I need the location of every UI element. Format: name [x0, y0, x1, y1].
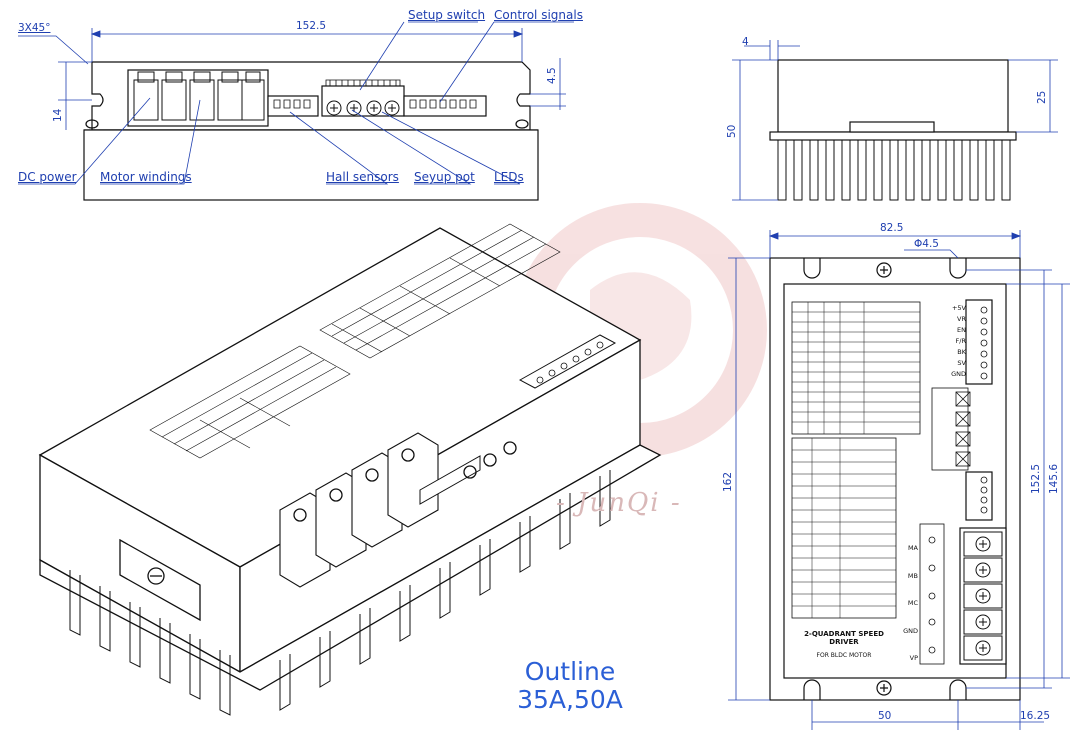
dim-front-width: 82.5 — [880, 222, 904, 234]
side-view-dim-lines — [732, 40, 1058, 201]
callout-hall-sensors: Hall sensors — [326, 170, 399, 184]
dim-top-width: 152.5 — [296, 20, 327, 32]
callout-setup-switch: Setup switch — [408, 8, 486, 22]
dim-left-height: 14 — [52, 108, 64, 122]
dim-side-right: 25 — [1036, 90, 1048, 104]
control-pin-label: GND — [951, 370, 966, 378]
dim-front-hole-span: 152.5 — [1030, 463, 1042, 494]
power-pin-label: MA — [907, 544, 918, 552]
top-view — [83, 61, 539, 201]
front-view-dim-lines — [728, 230, 1070, 730]
control-pin-label: EN — [957, 326, 966, 334]
callout-setup-pot: Seyup pot — [414, 170, 475, 184]
dim-side-left: 50 — [726, 124, 738, 138]
outline-title-line1: Outline — [524, 657, 616, 686]
control-pin-label: +5V — [951, 304, 966, 312]
dim-side-top: 4 — [742, 36, 749, 48]
power-pin-label: GND — [903, 626, 918, 635]
callout-motor-windings: Motor windings — [100, 170, 192, 184]
dim-right-height: 4.5 — [546, 67, 558, 84]
control-pin-label: SV — [957, 359, 966, 367]
power-pin-label: MC — [907, 599, 918, 607]
dim-front-height: 162 — [722, 471, 734, 492]
power-pin-label: VP — [909, 654, 918, 662]
front-control-pin-list: +5V VR EN F/R BK SV GND — [944, 303, 966, 380]
top-view-dim-lines — [18, 21, 574, 185]
side-view — [769, 59, 1017, 201]
control-pin-label: BK — [957, 348, 966, 356]
front-panel-subtitle: FOR BLDC MOTOR — [816, 652, 872, 659]
isometric-view — [38, 223, 662, 716]
dim-front-bottom-offset: 16.25 — [1020, 710, 1051, 722]
front-view — [769, 257, 1021, 701]
control-pin-label: VR — [957, 315, 966, 323]
power-pin-label: MB — [907, 571, 918, 580]
dim-chamfer: 3X45° — [18, 22, 51, 34]
callout-dc-power: DC power — [18, 170, 77, 184]
front-panel-title: 2-QUADRANT SPEED DRIVER — [804, 630, 884, 646]
dim-front-inner-height: 145.6 — [1048, 463, 1060, 494]
dim-front-bottom-span: 50 — [878, 710, 892, 722]
control-pin-label: F/R — [955, 337, 966, 345]
callout-control-signals: Control signals — [494, 8, 583, 22]
watermark-text: - JunQi - — [556, 488, 682, 518]
callout-leds: LEDs — [494, 170, 524, 184]
outline-title-line2: 35A,50A — [517, 685, 623, 714]
outline-title: Outline 35A,50A — [500, 658, 640, 714]
front-power-pin-list: MA MB MC GND VP — [896, 535, 918, 673]
dim-front-hole: Φ4.5 — [914, 238, 939, 250]
